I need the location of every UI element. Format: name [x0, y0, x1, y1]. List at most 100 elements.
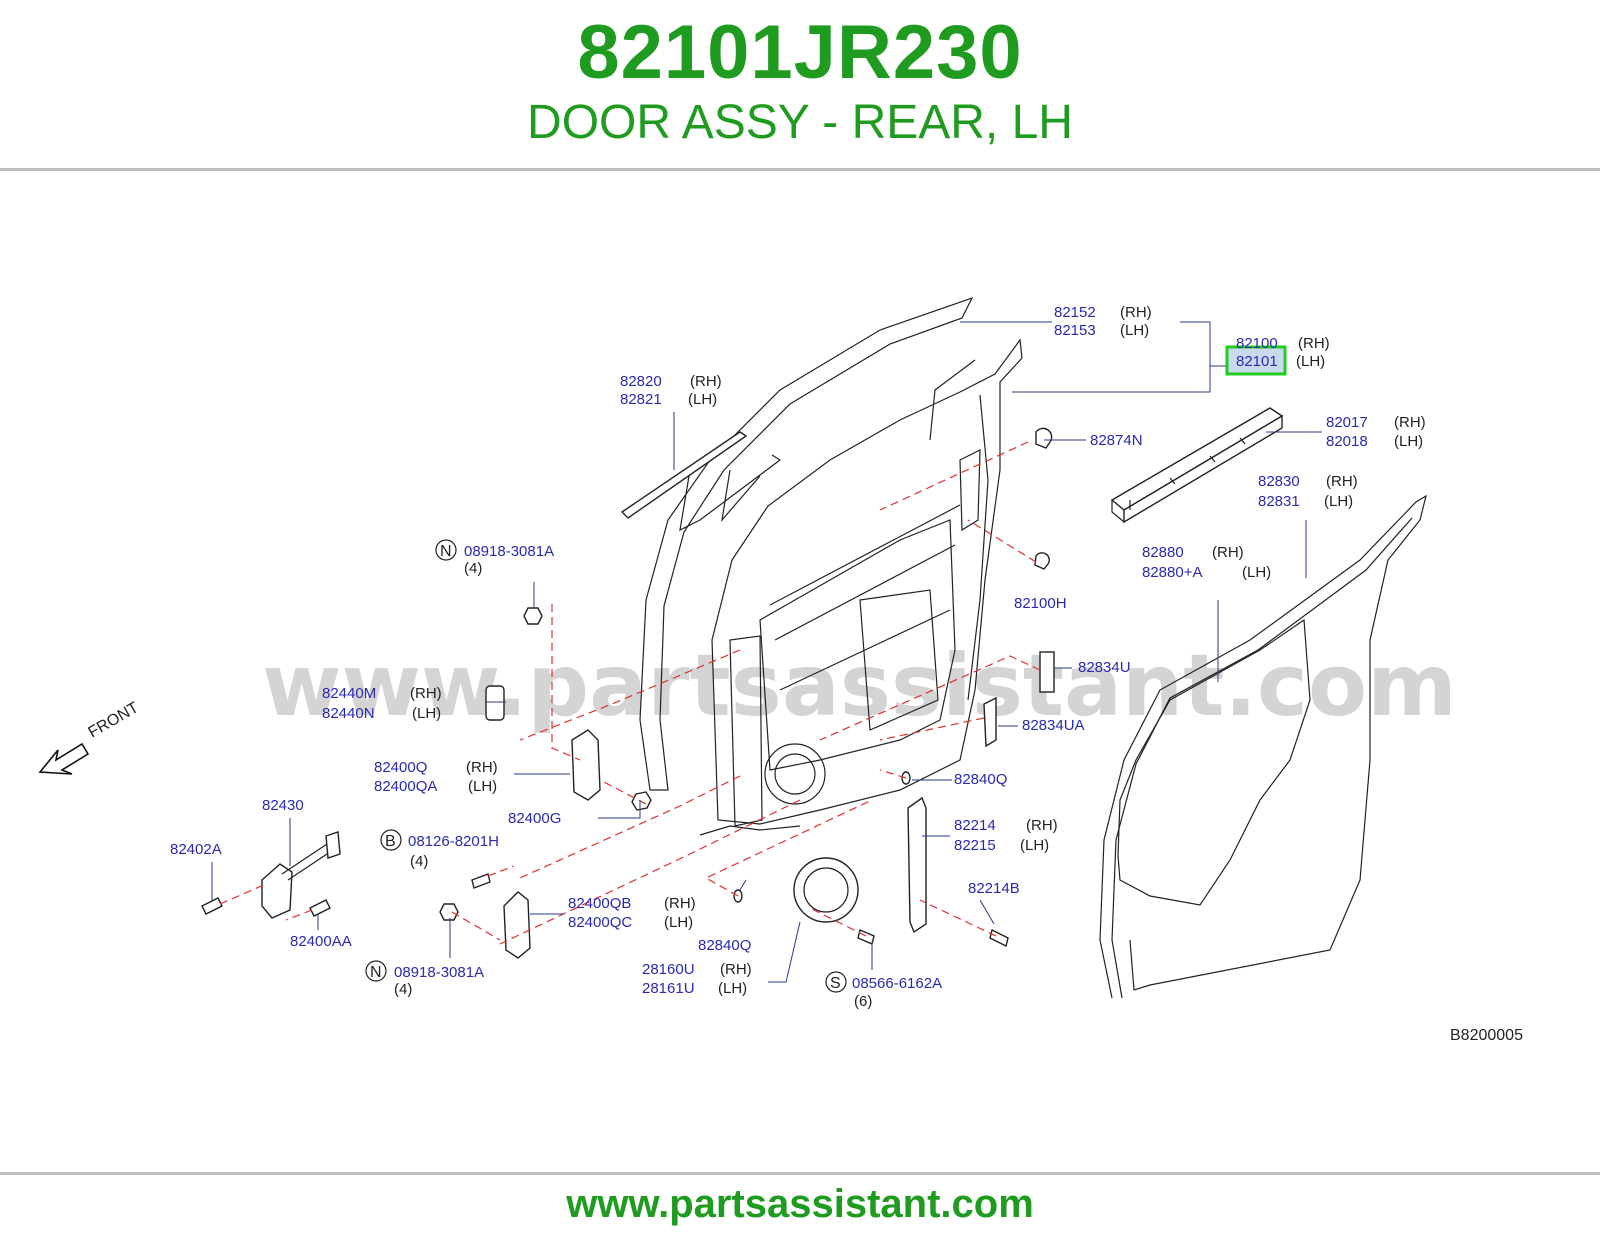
callout-08566-qty: (6)	[854, 993, 872, 1010]
callout-82153-code[interactable]: 82153	[1054, 322, 1096, 339]
block-82834U-drawing	[1039, 651, 1055, 693]
callout-82440M-code[interactable]: 82440M	[322, 685, 376, 702]
callout-82215-code[interactable]: 82215	[954, 837, 996, 854]
callout-82400Q-code[interactable]: 82400Q	[374, 759, 427, 776]
callout-82820-side: (RH)	[690, 373, 722, 390]
bolt-08566-drawing	[857, 929, 875, 945]
callout-82840Q-lower-code[interactable]: 82840Q	[698, 937, 751, 954]
header: 82101JR230 DOOR ASSY - REAR, LH	[0, 0, 1600, 168]
callout-28160U-code[interactable]: 28160U	[642, 961, 695, 978]
callout-82402A-code[interactable]: 82402A	[170, 841, 222, 858]
speaker-28160U-drawing	[793, 857, 859, 923]
callout-82440M-side: (RH)	[410, 685, 442, 702]
footer-divider	[0, 1172, 1600, 1175]
callout-82874N-code[interactable]: 82874N	[1090, 432, 1143, 449]
footer-website-link[interactable]: www.partsassistant.com	[566, 1182, 1034, 1226]
callout-82830-side: (RH)	[1326, 473, 1358, 490]
diagram-code: B8200005	[1450, 1027, 1523, 1044]
callout-82100-side: (RH)	[1298, 335, 1330, 352]
callout-82840Q-upper-code[interactable]: 82840Q	[954, 771, 1007, 788]
bolt-08126-drawing	[471, 873, 491, 889]
grommet-82874N-drawing	[1035, 427, 1053, 449]
part-number-title: 82101JR230	[577, 10, 1023, 95]
callout-82214B-code[interactable]: 82214B	[968, 880, 1020, 897]
callout-82834UA-code[interactable]: 82834UA	[1022, 717, 1085, 734]
nut-08918-lower-drawing	[439, 903, 459, 921]
callout-08918-lower-code[interactable]: 08918-3081A	[394, 964, 484, 981]
hinge-82400Q-drawing	[571, 729, 601, 801]
bolt-82402A-drawing	[201, 897, 223, 915]
callout-08918-upper-code[interactable]: 08918-3081A	[464, 543, 554, 560]
callout-82215-side: (LH)	[1020, 837, 1049, 854]
callout-82831-side: (LH)	[1324, 493, 1353, 510]
callout-82400QC-side: (LH)	[664, 914, 693, 931]
callout-82101-side: (LH)	[1296, 353, 1325, 370]
front-label: FRONT	[86, 699, 142, 741]
door-shell-drawing	[639, 296, 1023, 836]
bolt-82214B-drawing	[989, 928, 1009, 948]
front-arrow-icon	[38, 742, 90, 775]
parts-diagram: www.partsassistant.com	[38, 296, 1523, 1044]
hinge-82400QB-drawing	[503, 891, 531, 959]
callout-82880-side: (RH)	[1212, 544, 1244, 561]
callout-82831-code[interactable]: 82831	[1258, 493, 1300, 510]
callout-82400Q-side: (RH)	[466, 759, 498, 776]
callout-82018-code[interactable]: 82018	[1326, 433, 1368, 450]
callout-82018-side: (LH)	[1394, 433, 1423, 450]
clip-82100H-drawing	[1034, 552, 1050, 570]
callout-82400AA-code[interactable]: 82400AA	[290, 933, 352, 950]
callout-28161U-side: (LH)	[718, 980, 747, 997]
bolt-82400AA-drawing	[309, 899, 331, 917]
callout-82100H-code[interactable]: 82100H	[1014, 595, 1067, 612]
callout-82152-side: (RH)	[1120, 304, 1152, 321]
callout-82400G-code[interactable]: 82400G	[508, 810, 561, 827]
callout-82214-code[interactable]: 82214	[954, 817, 996, 834]
callout-82400QA-side: (LH)	[468, 778, 497, 795]
weatherstrip-82820-drawing	[620, 431, 748, 519]
callout-82400QB-side: (RH)	[664, 895, 696, 912]
callout-82830-code[interactable]: 82830	[1258, 473, 1300, 490]
callout-82821-code[interactable]: 82821	[620, 391, 662, 408]
callout-82440N-side: (LH)	[412, 705, 441, 722]
callout-82100-code[interactable]: 82100	[1236, 335, 1278, 352]
callout-82880A-side: (LH)	[1242, 564, 1271, 581]
selected-part-highlight	[1225, 345, 1287, 376]
cover-82440M-drawing	[485, 685, 505, 721]
callout-08918-upper-prefix: N	[440, 543, 452, 560]
prefix-badge-b	[380, 829, 402, 851]
part-description: DOOR ASSY - REAR, LH	[527, 96, 1073, 149]
header-divider	[0, 168, 1600, 171]
callout-82152-code[interactable]: 82152	[1054, 304, 1096, 321]
callout-82400QB-code[interactable]: 82400QB	[568, 895, 631, 912]
sash-82017-drawing	[1110, 407, 1284, 524]
callout-82821-side: (LH)	[688, 391, 717, 408]
callout-82153-side: (LH)	[1120, 322, 1149, 339]
sealing-screen-82880-drawing	[1117, 618, 1311, 906]
callout-08126-qty: (4)	[410, 853, 428, 870]
prefix-badge-n	[435, 539, 457, 561]
callout-82101-code[interactable]: 82101	[1236, 353, 1278, 370]
callout-82400QA-code[interactable]: 82400QA	[374, 778, 437, 795]
callout-28161U-code[interactable]: 28161U	[642, 980, 695, 997]
callout-82834U-code[interactable]: 82834U	[1078, 659, 1131, 676]
callout-08918-lower-prefix: N	[370, 964, 382, 981]
callout-08126-prefix: B	[385, 833, 396, 850]
callout-82400QC-code[interactable]: 82400QC	[568, 914, 632, 931]
callout-82440N-code[interactable]: 82440N	[322, 705, 375, 722]
callout-82880-code[interactable]: 82880	[1142, 544, 1184, 561]
callout-08126-code[interactable]: 08126-8201H	[408, 833, 499, 850]
bracket-82834UA-drawing	[983, 696, 997, 748]
prefix-badge-s	[825, 971, 847, 993]
callout-08918-upper-qty: (4)	[464, 560, 482, 577]
nut-08918-upper-drawing	[523, 607, 543, 625]
callout-82017-side: (RH)	[1394, 414, 1426, 431]
channel-82214-drawing	[907, 796, 927, 934]
callout-28160U-side: (RH)	[720, 961, 752, 978]
callout-82820-code[interactable]: 82820	[620, 373, 662, 390]
callout-82430-code[interactable]: 82430	[262, 797, 304, 814]
prefix-badge-n	[365, 960, 387, 982]
callout-08566-code[interactable]: 08566-6162A	[852, 975, 942, 992]
callout-08918-lower-qty: (4)	[394, 981, 412, 998]
callout-82017-code[interactable]: 82017	[1326, 414, 1368, 431]
callout-82880A-code[interactable]: 82880+A	[1142, 564, 1202, 581]
